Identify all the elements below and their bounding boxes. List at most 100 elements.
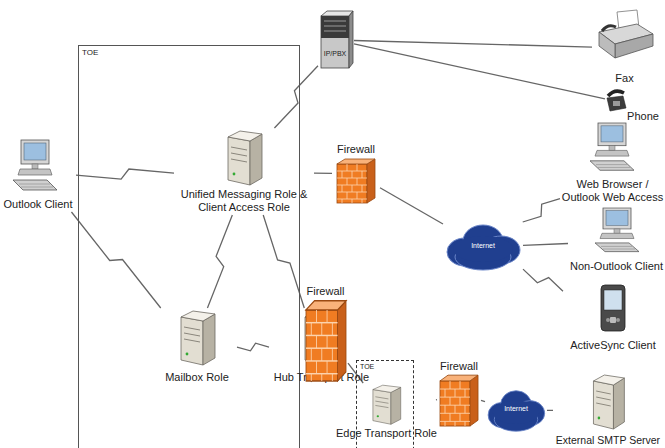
server-icon-part [375, 397, 388, 399]
firewall-icon-part [321, 374, 322, 381]
network-cable [481, 400, 485, 401]
firewall-icon-part [342, 199, 343, 203]
firewall-icon-part [465, 405, 466, 413]
pbx-icon [318, 10, 354, 70]
pbx-icon-part [321, 11, 353, 16]
pc-icon-part [19, 184, 50, 185]
pda-icon-part [604, 290, 622, 310]
firewall-icon-part [342, 185, 343, 192]
pc-icon-part [598, 167, 630, 168]
firewall-icon-part [470, 375, 478, 426]
server-icon-part [186, 353, 189, 356]
phone-icon-part [607, 96, 626, 111]
firewall-icon-part [306, 301, 346, 310]
pc-icon-part [614, 229, 620, 233]
firewall-icon-part [440, 381, 470, 426]
network-cable [354, 40, 592, 47]
firewall-icon [440, 374, 478, 426]
firewall-icon-part [362, 171, 363, 178]
server-icon-part [596, 391, 611, 394]
pc-icon-part [598, 123, 626, 146]
pbx-icon-part [321, 16, 349, 38]
server-icon-part [593, 375, 624, 385]
client-node: Non-Outlook Client [568, 208, 665, 275]
firewall-node: Firewall [437, 360, 481, 428]
firewall-icon-part [357, 192, 358, 199]
pc-icon [592, 208, 642, 256]
fax-icon-part [615, 34, 653, 58]
phone-icon-part [613, 101, 620, 106]
firewall-icon-part [311, 374, 312, 381]
firewall-icon-part [332, 323, 333, 336]
server-icon [222, 128, 266, 186]
firewall-node: Firewall [332, 143, 380, 205]
node-label: Web Browser / Outlook Web Access [560, 178, 665, 203]
node-label: Firewall [437, 360, 481, 373]
firewall-icon-part [455, 405, 456, 413]
phone-icon [605, 86, 627, 112]
server-icon-part [231, 147, 247, 150]
server-node: External SMTP Server [553, 372, 663, 448]
pc-icon-part [18, 169, 52, 175]
node-label: Non-Outlook Client [568, 260, 665, 273]
toe-boundary: TOEUnified Messaging Role & Client Acces… [78, 45, 300, 448]
firewall-icon-part [337, 164, 367, 203]
pc-icon-part [609, 146, 615, 151]
pc-icon-part [32, 164, 38, 169]
server-icon-part [228, 131, 262, 141]
firewall-icon-part [352, 171, 353, 178]
firewall-icon-part [357, 178, 358, 185]
pc-icon-part [603, 208, 631, 229]
network-link [71, 212, 160, 308]
network-link [547, 410, 553, 411]
server-icon-part [250, 134, 262, 185]
node-label: Fax [592, 72, 657, 85]
firewall-icon-part [342, 171, 343, 178]
network-link [523, 269, 563, 291]
phone-icon-part [608, 91, 624, 96]
server-icon-part [233, 173, 236, 176]
pc-icon [587, 123, 637, 175]
server-icon-part [181, 317, 203, 365]
pc-icon-part [595, 150, 629, 156]
network-link [274, 66, 318, 128]
firewall-icon-part [311, 323, 312, 336]
pc-icon [10, 140, 60, 195]
pda-icon [599, 283, 627, 333]
firewall-icon-part [347, 164, 348, 171]
pc-icon-part [606, 211, 628, 226]
server-icon-part [231, 153, 247, 156]
network-cable [436, 399, 437, 401]
network-cable [354, 44, 605, 99]
firewall-icon-part [327, 310, 328, 323]
firewall-icon-part [445, 389, 446, 397]
node-label: IP/PBX [318, 50, 352, 58]
node-label: Unified Messaging Role & Client Access R… [174, 188, 314, 213]
pda-icon-part [606, 318, 610, 322]
firewall-icon-part [352, 185, 353, 192]
network-link [76, 169, 174, 179]
firewall-icon-part [316, 310, 317, 323]
fax-icon-part [602, 26, 616, 31]
firewall-icon-part [450, 397, 451, 405]
server-icon-part [596, 397, 611, 400]
firewall-icon-part [321, 323, 322, 336]
firewall-icon-part [440, 375, 478, 381]
pc-icon-part [24, 143, 46, 160]
firewall-icon-part [327, 361, 328, 374]
node-label: Internet [443, 242, 523, 250]
server-icon-part [184, 339, 200, 342]
network-cable [523, 243, 568, 245]
firewall-icon-part [455, 421, 456, 426]
firewall-icon-part [445, 421, 446, 426]
pc-icon-part [13, 180, 57, 190]
mobile-client-node: ActiveSync Client [563, 283, 663, 355]
node-label: Firewall [332, 143, 380, 156]
server-icon-part [228, 137, 250, 185]
firewall-icon-part [357, 164, 358, 171]
pc-icon-part [601, 126, 623, 142]
firewall-icon-part [347, 178, 348, 185]
pc-icon-part [590, 161, 634, 170]
server-icon-part [184, 333, 200, 336]
firewall-icon-part [445, 405, 446, 413]
